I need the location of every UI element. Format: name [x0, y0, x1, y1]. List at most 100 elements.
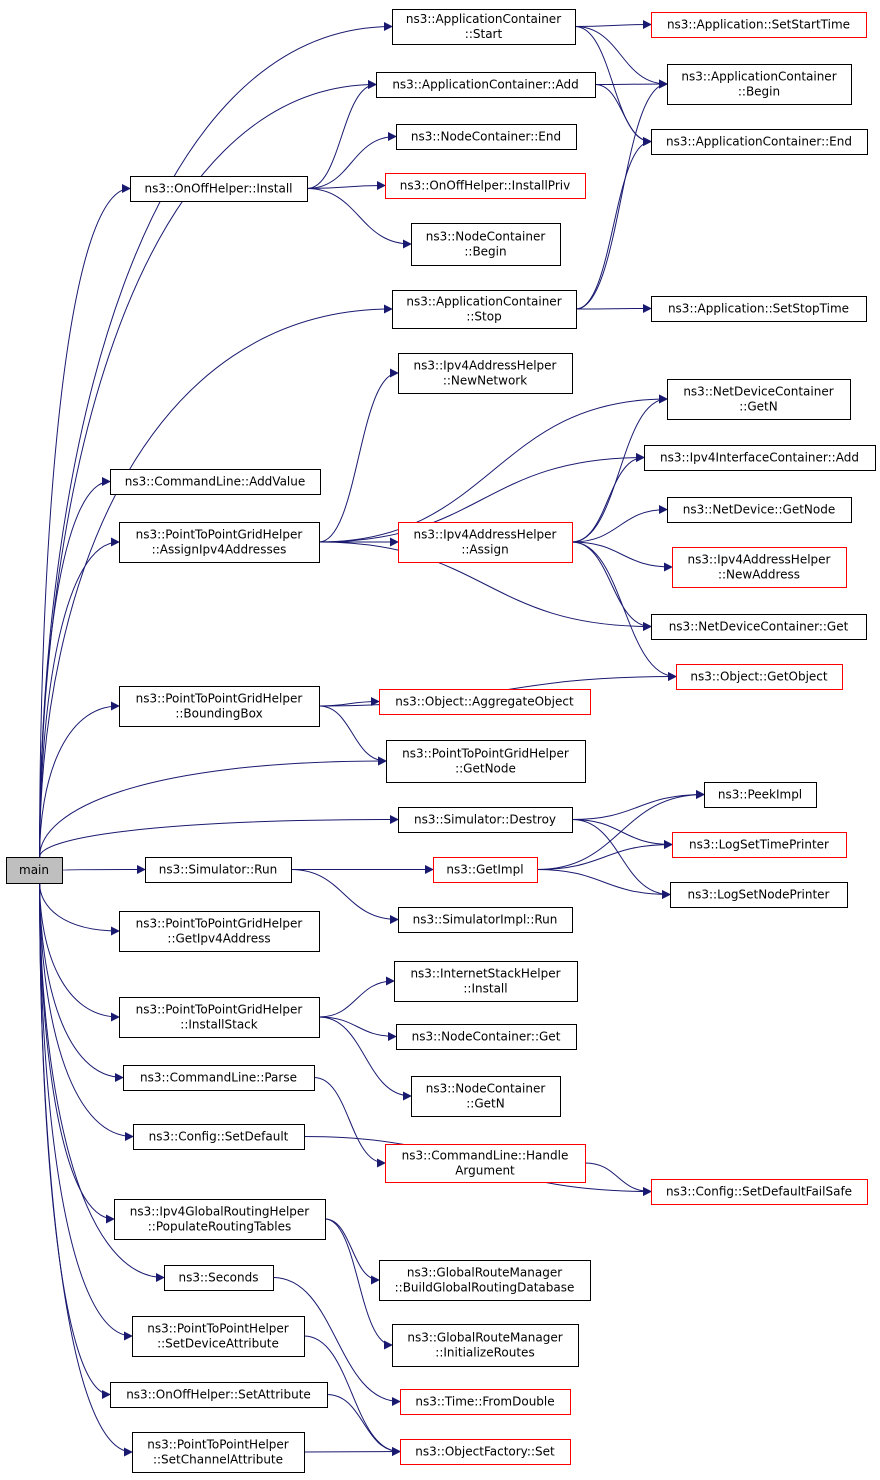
- edge-app_stop-to-app_end: [575, 137, 652, 310]
- node-label: ns3::NetDevice::GetNode: [683, 503, 835, 517]
- node-cmd-addvalue[interactable]: ns3::CommandLine::AddValue: [110, 469, 321, 495]
- edge-seconds-to-time_fromdouble: [272, 1277, 401, 1406]
- node-ndc-getn[interactable]: ns3::NetDeviceContainer::GetN: [667, 379, 851, 420]
- node-obj-aggregate[interactable]: ns3::Object::AggregateObject: [379, 689, 591, 715]
- edge-p2pgrid_bbox-to-obj_aggregate: [318, 697, 380, 707]
- node-label: ::AssignIpv4Addresses: [152, 543, 287, 557]
- node-ipv4-newaddress[interactable]: ns3::Ipv4AddressHelper::NewAddress: [672, 547, 847, 588]
- node-label: ns3::PointToPointHelper: [147, 1322, 289, 1336]
- node-ipv4-assign[interactable]: ns3::Ipv4AddressHelper::Assign: [398, 522, 573, 563]
- node-simimpl-run[interactable]: ns3::SimulatorImpl::Run: [398, 907, 573, 933]
- node-box: [123, 1065, 315, 1091]
- node-logsetnode[interactable]: ns3::LogSetNodePrinter: [670, 882, 848, 908]
- node-obj-getobject[interactable]: ns3::Object::GetObject: [676, 664, 843, 690]
- node-label: ns3::NetDeviceContainer: [683, 385, 833, 399]
- node-app-add[interactable]: ns3::ApplicationContainer::Add: [376, 72, 596, 98]
- node-box: [132, 1432, 305, 1473]
- node-label: main: [19, 863, 49, 877]
- node-app-setstart[interactable]: ns3::Application::SetStartTime: [651, 12, 867, 38]
- node-cfg-failsafe[interactable]: ns3::Config::SetDefaultFailSafe: [651, 1179, 868, 1205]
- edge-cmd_parse-to-cmd_handlearg: [313, 1077, 386, 1168]
- node-app-stop[interactable]: ns3::ApplicationContainer::Stop: [392, 290, 577, 329]
- node-main[interactable]: main: [6, 857, 63, 884]
- node-label: ::BuildGlobalRoutingDatabase: [395, 1281, 575, 1295]
- node-box: [386, 740, 586, 783]
- node-cmd-parse[interactable]: ns3::CommandLine::Parse: [123, 1065, 315, 1091]
- node-onoff-install[interactable]: ns3::OnOffHelper::Install: [130, 176, 308, 202]
- node-logsettime[interactable]: ns3::LogSetTimePrinter: [672, 832, 847, 858]
- edge-onoff_install-to-node_end: [306, 132, 397, 189]
- node-onoff-setattr[interactable]: ns3::OnOffHelper::SetAttribute: [110, 1382, 328, 1408]
- node-label: ns3::OnOffHelper::Install: [144, 182, 292, 196]
- edge-main-to-app_stop: [39, 304, 393, 858]
- node-node-begin[interactable]: ns3::NodeContainer::Begin: [411, 223, 561, 266]
- node-box: [119, 997, 320, 1038]
- node-sim-destroy[interactable]: ns3::Simulator::Destroy: [398, 807, 573, 833]
- node-box: [433, 857, 538, 883]
- node-p2pgrid-installstack[interactable]: ns3::PointToPointGridHelper::InstallStac…: [119, 997, 320, 1038]
- node-grm-build[interactable]: ns3::GlobalRouteManager::BuildGlobalRout…: [379, 1260, 591, 1301]
- node-seconds[interactable]: ns3::Seconds: [164, 1265, 274, 1291]
- node-label: ns3::Simulator::Run: [159, 863, 277, 877]
- node-app-setstop[interactable]: ns3::Application::SetStopTime: [651, 296, 867, 322]
- node-box: [119, 911, 320, 952]
- node-label: ns3::LogSetTimePrinter: [689, 838, 829, 852]
- node-grm-init[interactable]: ns3::GlobalRouteManager::InitializeRoute…: [392, 1324, 579, 1367]
- edge-main-to-p2p_setdevattr: [39, 882, 133, 1341]
- node-box: [376, 72, 596, 98]
- edge-sim_destroy-to-logsettime: [571, 819, 673, 849]
- node-label: ns3::ObjectFactory::Set: [415, 1445, 555, 1459]
- node-app-start[interactable]: ns3::ApplicationContainer::Start: [392, 9, 576, 45]
- node-ipv4gr-populate[interactable]: ns3::Ipv4GlobalRoutingHelper::PopulateRo…: [114, 1199, 326, 1240]
- edge-ipv4_assign-to-ndc_get: [571, 541, 652, 631]
- node-box: [396, 124, 577, 150]
- node-ipv4-newnetwork[interactable]: ns3::Ipv4AddressHelper::NewNetwork: [398, 353, 573, 394]
- node-ndc-get[interactable]: ns3::NetDeviceContainer::Get: [651, 614, 867, 640]
- node-p2p-setdevattr[interactable]: ns3::PointToPointHelper::SetDeviceAttrib…: [132, 1316, 305, 1357]
- edge-sim_destroy-to-peekimpl: [571, 790, 705, 820]
- edge-main-to-p2pgrid_assign: [39, 537, 120, 858]
- node-app-end[interactable]: ns3::ApplicationContainer::End: [651, 129, 868, 155]
- node-label: ns3::Seconds: [179, 1271, 259, 1285]
- node-box: [400, 1389, 571, 1415]
- node-box: [164, 1265, 274, 1291]
- node-p2pgrid-getnode[interactable]: ns3::PointToPointGridHelper::GetNode: [386, 740, 586, 783]
- edge-main-to-cfg_setdefault: [39, 882, 134, 1141]
- node-label: ::SetChannelAttribute: [153, 1453, 283, 1467]
- edge-main-to-sim_destroy: [39, 815, 399, 858]
- node-label: ns3::SimulatorImpl::Run: [413, 913, 558, 927]
- node-node-end[interactable]: ns3::NodeContainer::End: [396, 124, 577, 150]
- node-app-begin[interactable]: ns3::ApplicationContainer::Begin: [667, 64, 852, 105]
- node-p2pgrid-getipv4[interactable]: ns3::PointToPointGridHelper::GetIpv4Addr…: [119, 911, 320, 952]
- node-ipv4ic-add[interactable]: ns3::Ipv4InterfaceContainer::Add: [644, 445, 876, 471]
- node-label: ::NewNetwork: [443, 374, 527, 388]
- node-layer: mainns3::ApplicationContainer::Startns3:…: [6, 9, 876, 1473]
- node-label: ns3::OnOffHelper::InstallPriv: [400, 179, 570, 193]
- node-box: [667, 497, 852, 523]
- node-p2pgrid-bbox[interactable]: ns3::PointToPointGridHelper::BoundingBox: [119, 686, 320, 727]
- node-box: [651, 1179, 868, 1205]
- node-node-get[interactable]: ns3::NodeContainer::Get: [396, 1024, 577, 1050]
- node-label: ns3::NetDeviceContainer::Get: [669, 620, 849, 634]
- edge-main-to-sim_run: [61, 865, 146, 875]
- node-nd-getnode[interactable]: ns3::NetDevice::GetNode: [667, 497, 852, 523]
- node-p2p-setchanattr[interactable]: ns3::PointToPointHelper::SetChannelAttri…: [132, 1432, 305, 1473]
- node-cfg-setdefault[interactable]: ns3::Config::SetDefault: [133, 1124, 305, 1150]
- node-node-getn[interactable]: ns3::NodeContainer::GetN: [411, 1076, 561, 1117]
- edge-main-to-p2pgrid_installstack: [39, 882, 120, 1022]
- node-label: ::BoundingBox: [175, 707, 262, 721]
- node-objfactory-set[interactable]: ns3::ObjectFactory::Set: [400, 1439, 571, 1465]
- node-getimpl[interactable]: ns3::GetImpl: [433, 857, 538, 883]
- node-sim-run[interactable]: ns3::Simulator::Run: [145, 857, 292, 883]
- edge-main-to-onoff_setattr: [39, 882, 111, 1399]
- edge-main-to-cmd_addvalue: [39, 477, 111, 858]
- node-time-fromdouble[interactable]: ns3::Time::FromDouble: [400, 1389, 571, 1415]
- edge-ipv4gr_populate-to-grm_build: [324, 1218, 380, 1285]
- node-peekimpl[interactable]: ns3::PeekImpl: [704, 782, 817, 808]
- node-label: ns3::ApplicationContainer::End: [666, 135, 852, 149]
- node-inet-install[interactable]: ns3::InternetStackHelper::Install: [394, 961, 578, 1002]
- node-onoff-installpriv[interactable]: ns3::OnOffHelper::InstallPriv: [385, 173, 586, 199]
- node-p2pgrid-assign[interactable]: ns3::PointToPointGridHelper::AssignIpv4A…: [119, 522, 320, 563]
